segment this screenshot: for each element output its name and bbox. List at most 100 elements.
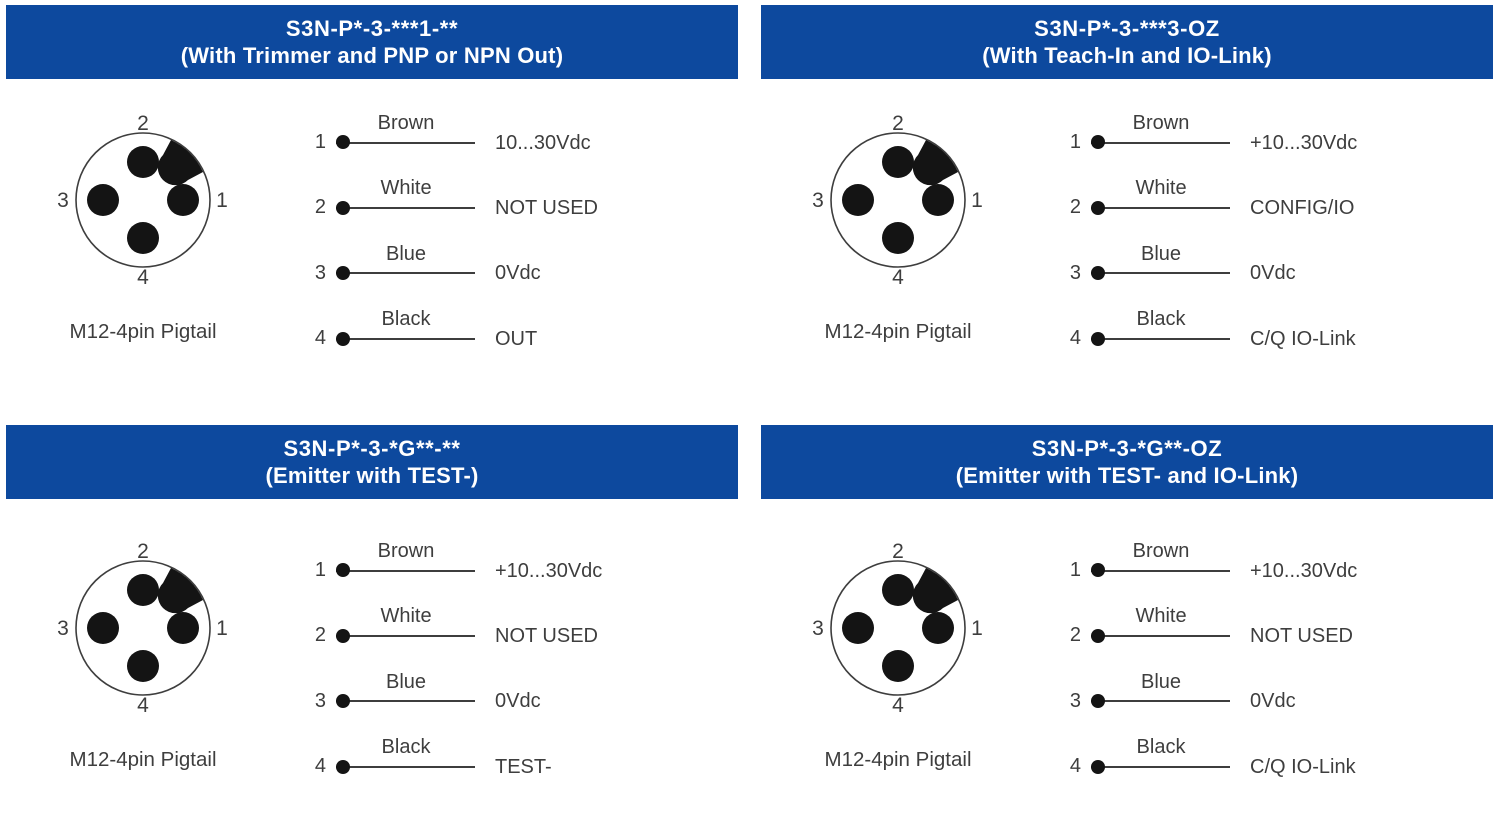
connector-caption: M12-4pin Pigtail xyxy=(824,320,972,343)
connector-pin-dot-right xyxy=(167,184,199,216)
connector-pin-dot-right xyxy=(922,612,954,644)
pin-function: 0Vdc xyxy=(495,690,541,713)
connector-body xyxy=(830,560,966,696)
connector-pin-label-right: 1 xyxy=(216,617,228,640)
wire-line xyxy=(1091,563,1230,578)
connector-pin-label-right: 1 xyxy=(971,189,983,212)
m12-connector-icon: 2 3 1 4 xyxy=(57,540,228,717)
connector-pin-dot-right xyxy=(167,612,199,644)
connector-pin-dot-bottom xyxy=(127,222,159,254)
connector-key-notch xyxy=(912,140,958,186)
pin-function: OUT xyxy=(495,327,538,350)
pin-row: 1 Brown +10...30Vdc xyxy=(1060,100,1500,165)
pin-number: 3 xyxy=(314,689,326,712)
wire-line xyxy=(1091,331,1230,346)
model-variant: (Emitter with TEST- and IO-Link) xyxy=(955,462,1299,488)
m12-connector-icon: 2 3 1 4 xyxy=(812,540,983,717)
wire-line xyxy=(1091,759,1230,774)
pin-number: 2 xyxy=(314,624,326,647)
connector-pin-label-top: 2 xyxy=(892,540,904,563)
connector-pin-dot-top xyxy=(882,146,914,178)
pin-number: 2 xyxy=(1069,624,1081,647)
panel-header: S3N-P*-3-***1-** (With Trimmer and PNP o… xyxy=(6,5,738,79)
wire-color-label: Brown xyxy=(1132,540,1190,562)
wire-color-label: Black xyxy=(1136,308,1186,331)
pin-row: 1 Brown 10...30Vdc xyxy=(305,100,745,165)
wire-color-label: Brown xyxy=(377,540,435,562)
pin-list: 1 Brown +10...30Vdc 2 White NOT USED 3 B… xyxy=(1060,528,1500,790)
connector-caption: M12-4pin Pigtail xyxy=(69,320,217,343)
pin-function: CONFIG/IO xyxy=(1250,196,1355,219)
wire-line xyxy=(1091,200,1230,215)
pin-row: 3 Blue 0Vdc xyxy=(1060,659,1500,724)
m12-connector-icon: 2 3 1 4 xyxy=(57,112,228,289)
pin-number: 2 xyxy=(314,196,326,219)
connector-pin-dot-top xyxy=(127,574,159,606)
pin-row: 2 White NOT USED xyxy=(305,593,745,658)
wire-color-label: Black xyxy=(381,308,431,331)
connector-pin-dot-left xyxy=(87,612,119,644)
wire-color-label: Blue xyxy=(1140,242,1182,265)
wire-line xyxy=(336,628,475,643)
pin-number: 1 xyxy=(1069,559,1081,581)
wire-color-label: Blue xyxy=(1140,670,1182,693)
connector-pin-label-bottom: 4 xyxy=(892,694,904,717)
connector-pin-label-top: 2 xyxy=(137,112,149,135)
pin-row: 3 Blue 0Vdc xyxy=(305,231,745,296)
pin-function: NOT USED xyxy=(1250,624,1353,647)
pin-row: 4 Black C/Q IO-Link xyxy=(1060,296,1500,361)
pin-number: 1 xyxy=(314,131,326,153)
wiring-panel: S3N-P*-3-*G**-** (Emitter with TEST-) 2 … xyxy=(0,420,745,835)
connector-pin-dot-left xyxy=(87,184,119,216)
pin-row: 3 Blue 0Vdc xyxy=(305,659,745,724)
connector-body xyxy=(75,132,211,268)
connector-body xyxy=(830,132,966,268)
wire-line xyxy=(336,563,475,578)
connector-pin-dot-top xyxy=(882,574,914,606)
connector-pin-label-right: 1 xyxy=(971,617,983,640)
wire-line xyxy=(336,694,475,709)
wire-color-label: White xyxy=(380,177,432,200)
model-code: S3N-P*-3-***3-OZ xyxy=(1034,15,1220,41)
connector-key-notch xyxy=(157,568,203,614)
pin-row: 1 Brown +10...30Vdc xyxy=(1060,528,1500,593)
wire-color-label: Blue xyxy=(385,670,427,693)
pin-function: +10...30Vdc xyxy=(1250,131,1358,154)
connector-pin-label-top: 2 xyxy=(137,540,149,563)
model-variant: (With Teach-In and IO-Link) xyxy=(982,42,1272,68)
wire-line xyxy=(336,331,475,346)
pin-number: 4 xyxy=(1069,755,1081,778)
connector-pin-label-left: 3 xyxy=(57,189,69,212)
connector-pin-label-left: 3 xyxy=(812,189,824,212)
connector-pin-dot-bottom xyxy=(882,222,914,254)
wire-line xyxy=(336,266,475,281)
model-code: S3N-P*-3-*G**-OZ xyxy=(1031,435,1223,461)
wire-color-label: Blue xyxy=(385,242,427,265)
pin-list: 1 Brown +10...30Vdc 2 White NOT USED 3 B… xyxy=(305,528,745,790)
pin-function: NOT USED xyxy=(495,196,598,219)
model-variant: (Emitter with TEST-) xyxy=(265,462,479,488)
wire-color-label: Brown xyxy=(1132,112,1190,134)
wire-line xyxy=(1091,135,1230,150)
pin-row: 4 Black TEST- xyxy=(305,724,745,789)
pin-function: 0Vdc xyxy=(1250,690,1296,713)
pin-row: 4 Black OUT xyxy=(305,296,745,361)
connector-key-notch xyxy=(157,140,203,186)
pin-function: 0Vdc xyxy=(1250,262,1296,285)
wire-color-label: White xyxy=(1135,605,1187,628)
pin-number: 4 xyxy=(314,327,326,350)
connector-pin-dot-right xyxy=(922,184,954,216)
wire-color-label: White xyxy=(380,605,432,628)
pin-row: 3 Blue 0Vdc xyxy=(1060,231,1500,296)
wire-line xyxy=(336,759,475,774)
pin-function: TEST- xyxy=(495,755,552,778)
connector-pin-label-bottom: 4 xyxy=(892,266,904,289)
pin-function: C/Q IO-Link xyxy=(1250,327,1356,350)
pin-row: 2 White CONFIG/IO xyxy=(1060,165,1500,230)
pin-function: +10...30Vdc xyxy=(495,559,603,582)
pin-function: C/Q IO-Link xyxy=(1250,755,1356,778)
connector-pin-label-bottom: 4 xyxy=(137,266,149,289)
pin-number: 3 xyxy=(1069,261,1081,284)
wiring-panel: S3N-P*-3-***3-OZ (With Teach-In and IO-L… xyxy=(755,0,1500,415)
wire-color-label: White xyxy=(1135,177,1187,200)
